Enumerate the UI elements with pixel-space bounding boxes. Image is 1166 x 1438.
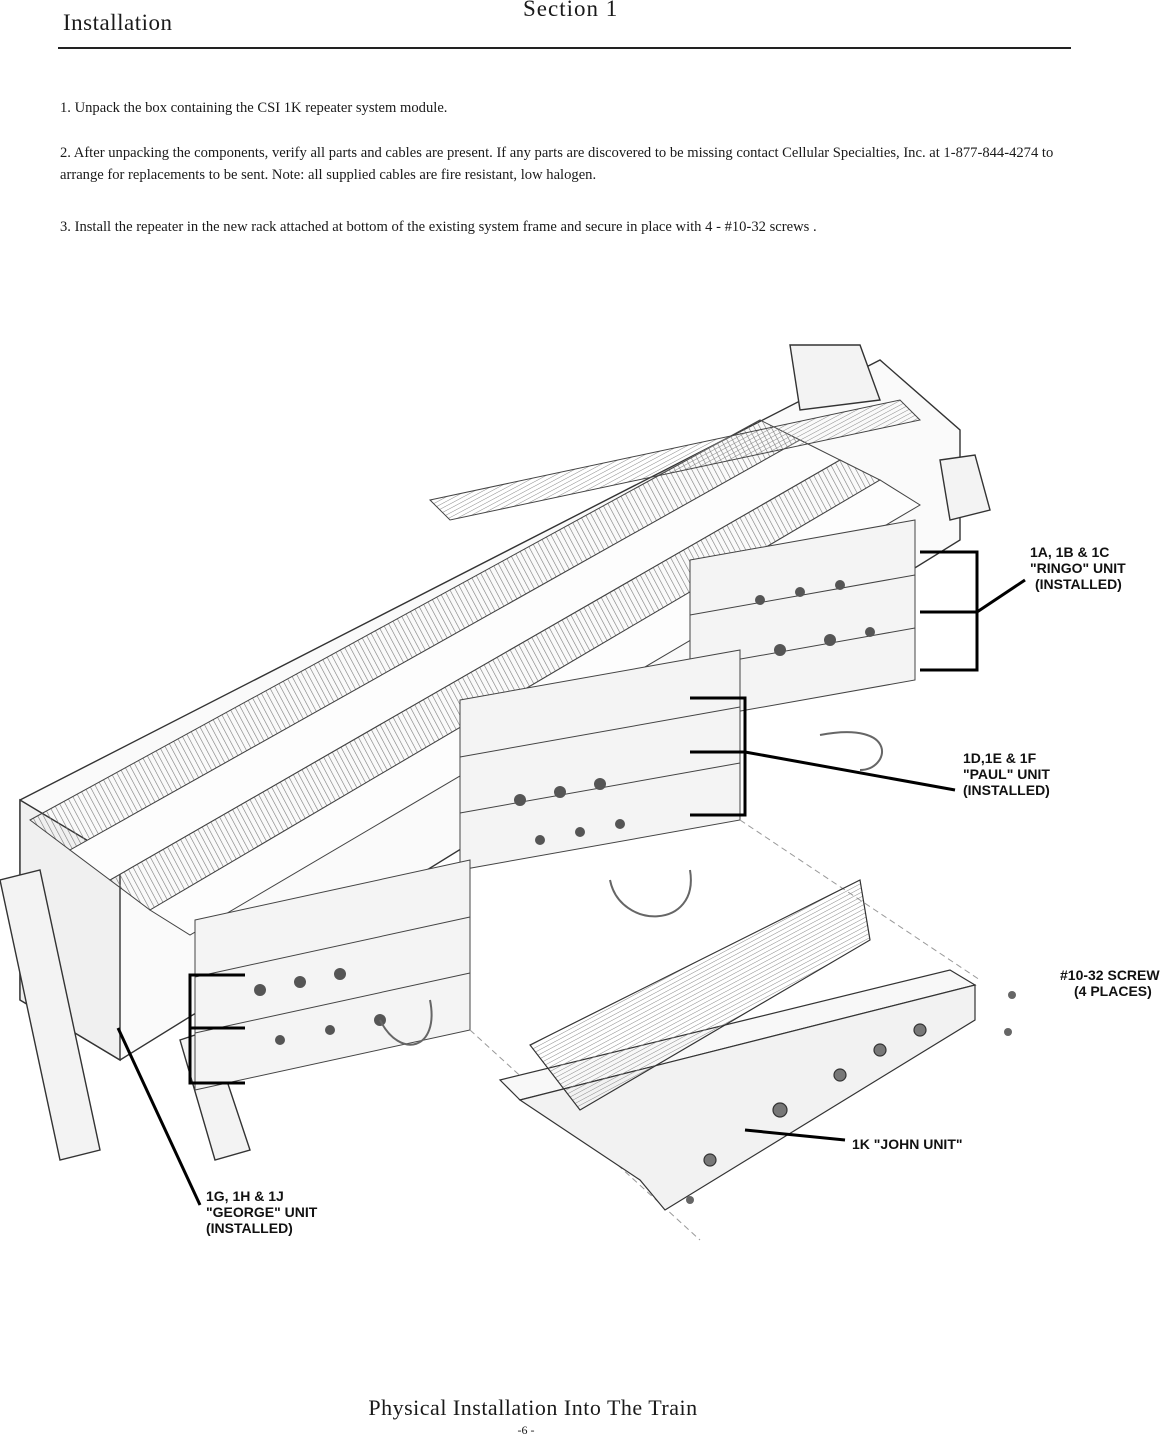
page-number: -6 -	[517, 1423, 535, 1437]
instruction-step-3: 3. Install the repeater in the new rack …	[60, 219, 817, 235]
callout-ringo-unit: 1A, 1B & 1C "RINGO" UNIT (INSTALLED)	[1030, 544, 1126, 592]
callout-john-unit: 1K "JOHN UNIT"	[852, 1136, 963, 1152]
instruction-step-2: 2. After unpacking the components, verif…	[60, 145, 1054, 183]
callout-ringo-line3: (INSTALLED)	[1035, 576, 1122, 592]
callout-paul-line2: "PAUL" UNIT	[963, 766, 1050, 782]
callout-screw-line2: (4 PLACES)	[1074, 983, 1152, 999]
callout-ringo-line2: "RINGO" UNIT	[1030, 560, 1126, 576]
callout-screw-line1: #10-32 SCREW	[1060, 967, 1160, 983]
page-title: Installation	[63, 10, 173, 35]
callout-john-line1: 1K "JOHN UNIT"	[852, 1136, 963, 1152]
callout-george-line1: 1G, 1H & 1J	[206, 1188, 284, 1204]
screws	[686, 991, 1016, 1204]
installation-diagram: 1A, 1B & 1C "RINGO" UNIT (INSTALLED) 1D,…	[0, 330, 1166, 1250]
callout-paul-unit: 1D,1E & 1F "PAUL" UNIT (INSTALLED)	[963, 750, 1050, 798]
section-label: Section 1	[523, 0, 619, 21]
callout-ringo-line1: 1A, 1B & 1C	[1030, 544, 1110, 560]
header-divider	[58, 47, 1071, 49]
leader-lines	[116, 550, 1026, 1206]
cables	[379, 731, 883, 1046]
instruction-step-1: 1. Unpack the box containing the CSI 1K …	[60, 100, 448, 116]
callout-paul-line3: (INSTALLED)	[963, 782, 1050, 798]
callout-paul-line1: 1D,1E & 1F	[963, 750, 1037, 766]
connectors	[254, 580, 875, 1045]
installed-units	[194, 519, 916, 1091]
callout-george-line2: "GEORGE" UNIT	[206, 1204, 318, 1220]
installation-drawing	[0, 344, 1026, 1241]
john-unit	[498, 879, 977, 1211]
callout-screw: #10-32 SCREW (4 PLACES)	[1060, 967, 1160, 999]
callout-george-line3: (INSTALLED)	[206, 1220, 293, 1236]
figure-caption: Physical Installation Into The Train	[368, 1395, 698, 1420]
callout-george-unit: 1G, 1H & 1J "GEORGE" UNIT (INSTALLED)	[206, 1188, 317, 1236]
